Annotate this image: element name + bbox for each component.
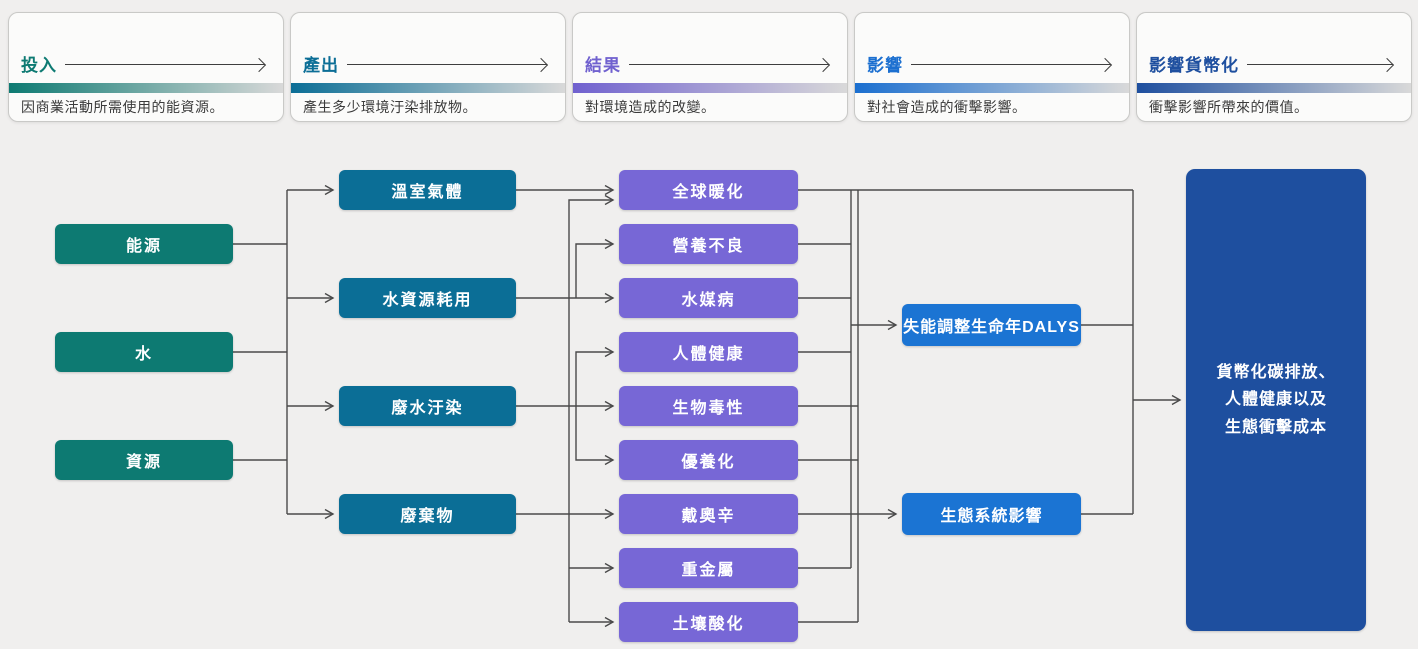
stage-title: 結果	[585, 56, 621, 75]
node-dioxin: 戴奧辛	[619, 494, 798, 534]
arrow-right-icon	[347, 63, 547, 66]
stage-description: 產生多少環境汙染排放物。	[303, 99, 477, 115]
stage-card-monetization: 影響貨幣化 衝擊影響所帶來的價值。	[1136, 12, 1412, 122]
stage-gradient-bar	[855, 83, 1129, 93]
node-monetized-cost: 貨幣化碳排放、 人體健康以及 生態衝擊成本	[1186, 169, 1366, 631]
stage-description: 衝擊影響所帶來的價值。	[1149, 99, 1309, 115]
stage-gradient-bar	[9, 83, 283, 93]
arrow-right-icon	[629, 63, 829, 66]
node-biotoxicity: 生物毒性	[619, 386, 798, 426]
stage-card-impact: 影響 對社會造成的衝擊影響。	[854, 12, 1130, 122]
stage-card-header: 影響	[855, 13, 1129, 83]
node-malnutrition: 營養不良	[619, 224, 798, 264]
node-human-health: 人體健康	[619, 332, 798, 372]
arrow-right-icon	[911, 63, 1111, 66]
arrow-right-icon	[1247, 63, 1393, 66]
node-heavy-metals: 重金屬	[619, 548, 798, 588]
stage-card-header: 產出	[291, 13, 565, 83]
stage-description: 因商業活動所需使用的能資源。	[21, 99, 224, 115]
stage-title: 影響	[867, 56, 903, 75]
monetized-cost-line: 生態衝擊成本	[1224, 418, 1327, 436]
stage-gradient-bar	[573, 83, 847, 93]
node-ecosystem-impact: 生態系統影響	[902, 493, 1081, 535]
stage-title: 投入	[21, 56, 57, 75]
stage-title: 產出	[303, 56, 339, 75]
node-water: 水	[55, 332, 233, 372]
node-soil-acidification: 土壤酸化	[619, 602, 798, 642]
stage-card-output: 產出 產生多少環境汙染排放物。	[290, 12, 566, 122]
stage-card-outcome: 結果 對環境造成的改變。	[572, 12, 848, 122]
stage-gradient-bar	[291, 83, 565, 93]
node-waterborne-disease: 水媒病	[619, 278, 798, 318]
monetized-cost-line: 貨幣化碳排放、	[1216, 364, 1336, 382]
stage-title: 影響貨幣化	[1149, 56, 1239, 75]
node-resources: 資源	[55, 440, 233, 480]
node-water-consumption: 水資源耗用	[339, 278, 516, 318]
monetized-cost-line: 人體健康以及	[1224, 391, 1327, 409]
node-energy: 能源	[55, 224, 233, 264]
stage-card-header: 結果	[573, 13, 847, 83]
node-waste: 廢棄物	[339, 494, 516, 534]
arrow-right-icon	[65, 63, 265, 66]
node-wastewater-pollution: 廢水汙染	[339, 386, 516, 426]
stage-card-header: 影響貨幣化	[1137, 13, 1411, 83]
node-global-warming: 全球暖化	[619, 170, 798, 210]
stage-description: 對社會造成的衝擊影響。	[867, 99, 1027, 115]
node-greenhouse-gas: 溫室氣體	[339, 170, 516, 210]
node-eutrophication: 優養化	[619, 440, 798, 480]
stage-gradient-bar	[1137, 83, 1411, 93]
stage-description: 對環境造成的改變。	[585, 99, 716, 115]
stage-card-header: 投入	[9, 13, 283, 83]
stage-card-input: 投入 因商業活動所需使用的能資源。	[8, 12, 284, 122]
node-dalys: 失能調整生命年DALYS	[902, 304, 1081, 346]
